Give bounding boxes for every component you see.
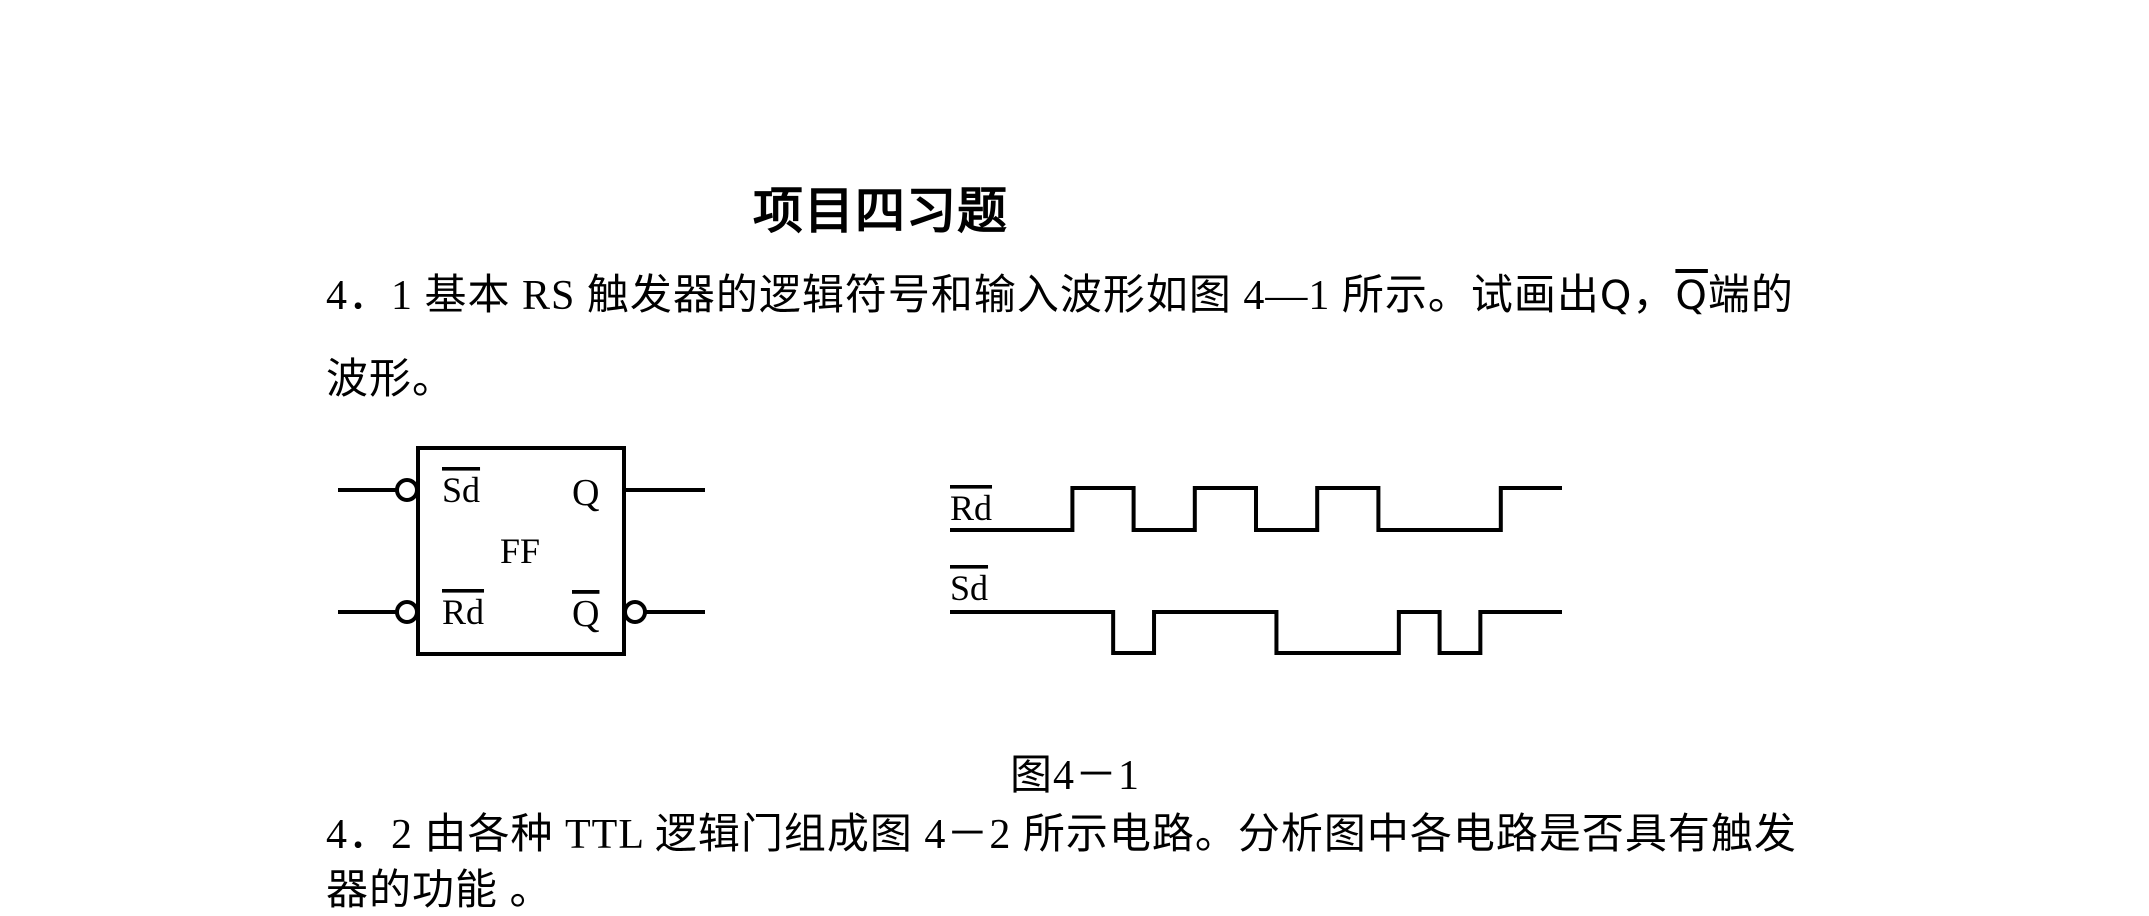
problem-number: 4．2	[326, 812, 414, 858]
rd-inversion-bubble	[395, 600, 419, 624]
qbar-label: Q	[572, 593, 599, 635]
sd-waveform	[950, 610, 1562, 655]
problem-4-1-text: 4．1 基本 RS 触发器的逻辑符号和输入波形如图 4—1 所示。试画出Q，Q端…	[326, 268, 1794, 324]
page-title: 项目四习题	[753, 182, 1008, 240]
wave-sd-label: Sd	[950, 568, 988, 608]
problem-number: 4．1	[326, 273, 414, 319]
q-symbol: Q	[1599, 273, 1633, 319]
problem-body: 由各种 TTL 逻辑门组成图 4－2 所示电路。分析图中各电路是否具有触发	[413, 812, 1797, 858]
qbar-inversion-bubble	[623, 600, 647, 624]
sd-label: Sd	[442, 470, 480, 510]
problem-4-2-line2: 器的功能 。	[326, 868, 553, 914]
problem-4-1-line2: 波形。	[326, 357, 456, 403]
problem-4-2-text: 4．2 由各种 TTL 逻辑门组成图 4－2 所示电路。分析图中各电路是否具有触…	[326, 810, 1797, 860]
wave-rd-label: Rd	[950, 488, 992, 528]
sd-inversion-bubble	[395, 478, 419, 502]
q-label: Q	[572, 472, 599, 514]
rd-label: Rd	[442, 592, 484, 632]
separator: ，	[1632, 273, 1676, 319]
flip-flop-box	[416, 446, 626, 656]
rs-flip-flop-symbol	[338, 446, 705, 656]
problem-body: 基本 RS 触发器的逻辑符号和输入波形如图 4—1 所示。试画出	[413, 273, 1600, 319]
qbar-symbol: Q	[1675, 273, 1708, 319]
rd-waveform	[950, 486, 1562, 532]
figure-caption: 图4－1	[1010, 753, 1141, 799]
ff-label: FF	[500, 531, 540, 571]
problem-body-end: 端的	[1707, 273, 1794, 319]
